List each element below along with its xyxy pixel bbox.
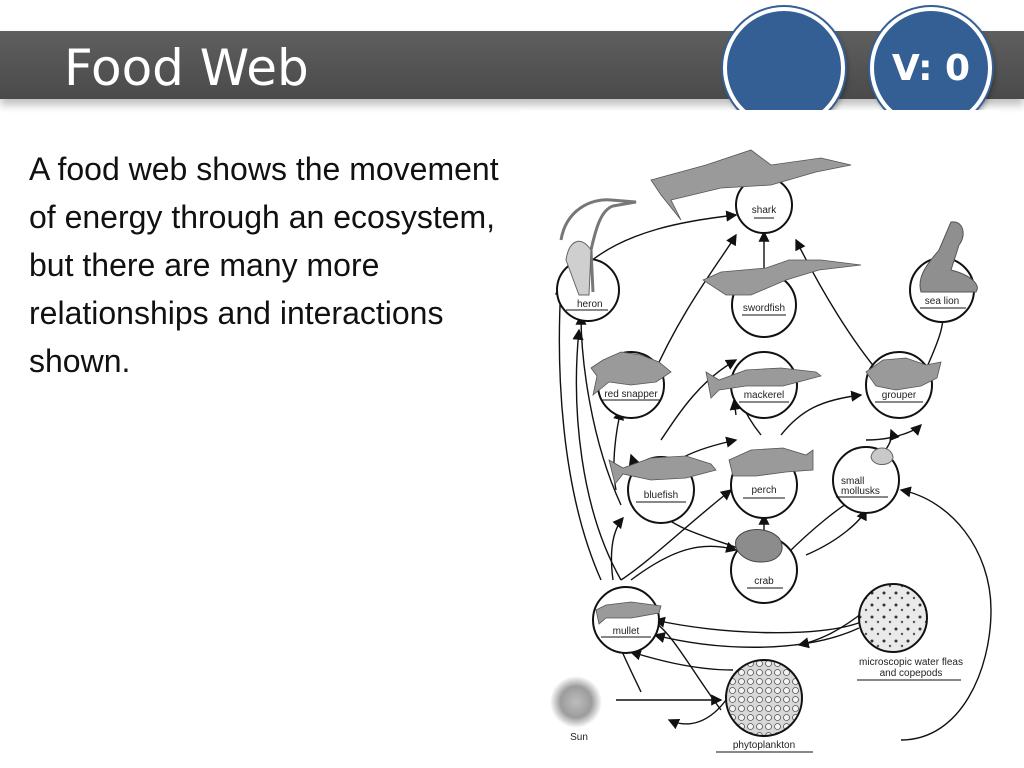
label-crab: crab xyxy=(754,576,774,587)
node-sun: Sun xyxy=(550,676,723,743)
node-mackerel: mackerel xyxy=(705,351,822,419)
label-red-snapper: red snapper xyxy=(604,389,658,400)
node-water-fleas: microscopic water fleas and copepods xyxy=(857,583,963,681)
slide-title: Food Web xyxy=(64,39,309,97)
label-swordfish: swordfish xyxy=(743,303,785,314)
node-shark: shark xyxy=(650,149,852,234)
label-grouper: grouper xyxy=(882,390,917,401)
node-bluefish: bluefish xyxy=(608,455,717,524)
node-swordfish: swordfish xyxy=(702,259,862,338)
node-heron: heron xyxy=(556,198,637,322)
label-small-mollusks-1: small xyxy=(841,476,864,487)
node-red-snapper: red snapper xyxy=(590,351,672,419)
node-mullet: mullet xyxy=(592,586,662,654)
food-web-diagram: shark heron swordfish sea lion red snapp… xyxy=(521,110,999,768)
label-heron: heron xyxy=(577,299,603,310)
label-mackerel: mackerel xyxy=(744,390,785,401)
decorative-circle xyxy=(723,7,845,129)
node-small-mollusks: small mollusks xyxy=(832,446,900,514)
version-badge: V: 0 xyxy=(891,47,971,89)
label-sea-lion: sea lion xyxy=(925,296,959,307)
node-perch: perch xyxy=(728,447,814,519)
title-bar xyxy=(0,31,1024,99)
label-water-fleas-2: and copepods xyxy=(880,668,943,679)
label-small-mollusks-2: mollusks xyxy=(841,486,880,497)
label-sun: Sun xyxy=(570,732,588,743)
label-bluefish: bluefish xyxy=(644,490,678,501)
body-text: A food web shows the movement of energy … xyxy=(29,151,499,379)
label-phytoplankton: phytoplankton xyxy=(733,740,795,751)
label-mullet: mullet xyxy=(613,626,640,637)
label-shark: shark xyxy=(752,205,777,216)
node-phytoplankton: phytoplankton xyxy=(716,659,813,753)
node-crab: crab xyxy=(730,529,798,604)
label-perch: perch xyxy=(751,485,776,496)
node-sea-lion: sea lion xyxy=(909,221,978,323)
node-grouper: grouper xyxy=(865,351,942,419)
label-water-fleas-1: microscopic water fleas xyxy=(859,657,963,668)
